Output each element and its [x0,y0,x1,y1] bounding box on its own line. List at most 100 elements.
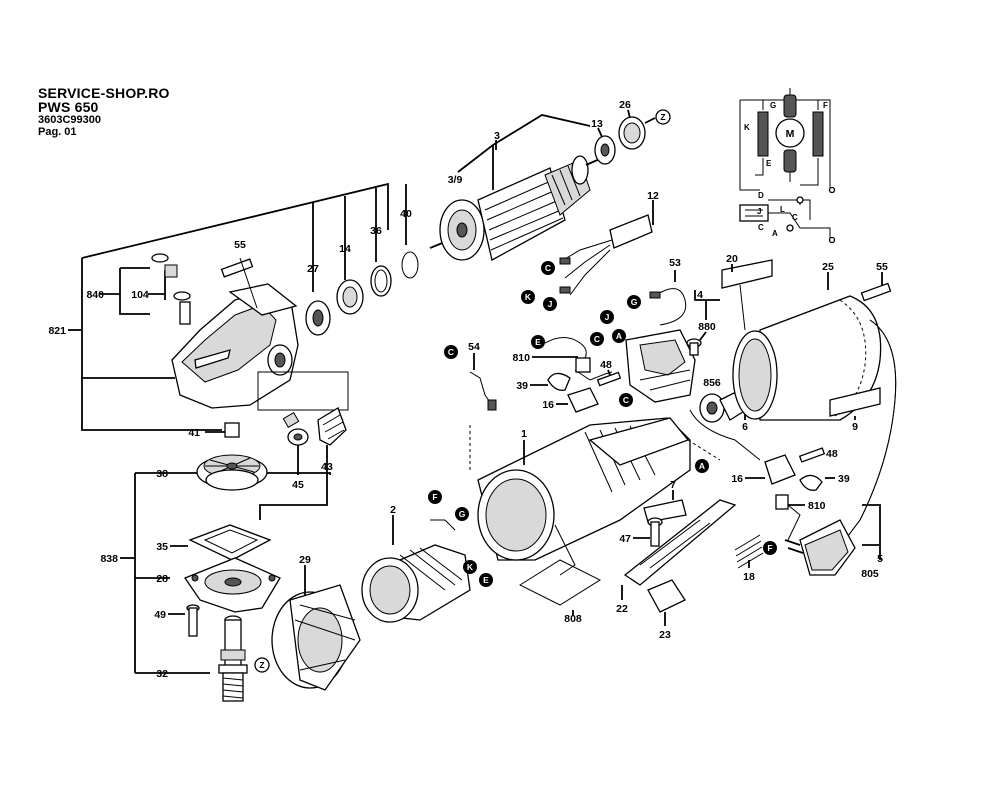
label-18: 18 [743,571,755,583]
power-cord [784,319,897,576]
label-29: 29 [299,554,311,566]
schematic-e: E [766,159,772,168]
marker-e-810: E [531,335,545,349]
schematic-a: A [772,229,778,238]
wire-a [689,409,761,461]
model-code: 3603C99300 [38,114,102,126]
label-4: 4 [697,289,703,301]
bracket-821 [81,258,222,431]
screw-47 [633,517,663,547]
label-856: 856 [703,377,721,389]
bearing-plate-29 [271,565,361,691]
gear-housing-shape [171,283,299,409]
tab-7 [643,490,687,523]
schematic-motor-label: M [786,128,795,140]
label-805: 805 [861,568,879,580]
capacitor-810-right [775,494,805,541]
svg-text:K: K [467,562,474,572]
part-labels: 3 3/9 13 26 12 40 36 14 27 55 840 104 82… [48,99,888,680]
cable-guard-856 [699,393,725,423]
plug-805 [784,519,856,576]
svg-text:G: G [459,509,466,519]
stator-2 [361,515,471,623]
label-43: 43 [321,461,333,473]
label-16-right: 16 [731,473,743,485]
bushing-41 [205,422,240,438]
svg-text:C: C [594,334,600,344]
schematic-g: G [770,101,776,110]
bracket-4 [694,290,720,320]
label-40: 40 [400,208,412,220]
label-12: 12 [647,190,659,202]
bevel-gear-38 [196,454,268,491]
label-5: 5 [877,553,883,565]
wiring-schematic: M G F K E D J L C C A [739,88,836,244]
armature-group [429,109,656,261]
bearing-27 [305,300,331,336]
label-6: 6 [742,421,748,433]
label-14: 14 [339,243,351,255]
svg-text:F: F [767,543,772,553]
document-header: SERVICE-SHOP.RO PWS 650 3603C99300 Pag. … [38,86,170,138]
ring-36 [370,265,392,297]
label-3: 3 [494,130,500,142]
marker-e-stator: E [479,573,493,587]
svg-text:A: A [699,461,705,471]
schematic-c2: C [758,223,764,232]
label-3-9: 3/9 [448,174,463,186]
bracket-840-104 [100,267,166,315]
brush-16-left [556,387,599,413]
pinion-43 [317,407,347,446]
label-25: 25 [822,261,834,273]
label-9 [829,387,881,420]
svg-text:C: C [545,263,551,273]
label-48-left: 48 [600,359,612,371]
spindle-group [120,454,331,702]
label-48-right: 48 [826,448,838,460]
label-28: 28 [156,573,168,585]
label-20: 20 [726,253,738,265]
label-27: 27 [307,263,319,275]
nut-45 [282,411,309,446]
label-7: 7 [670,479,676,491]
label-55-left: 55 [234,239,246,251]
marker-f-stator: F [428,490,442,504]
label-13: 13 [591,118,603,130]
shop-name: SERVICE-SHOP.RO [38,85,170,101]
label-22: 22 [616,603,628,615]
screw-49 [168,604,200,637]
label-16-left: 16 [542,399,554,411]
label-104: 104 [131,289,149,301]
label-39-right: 39 [838,473,850,485]
marker-k-wiring: K [521,290,535,304]
spindle-32 [218,615,248,702]
bracket-838 [134,472,210,674]
label-808: 808 [564,613,582,625]
schematic-d: D [758,191,764,200]
marker-j-wiring: J [543,297,557,311]
label-821: 821 [48,325,66,337]
svg-text:J: J [605,312,610,322]
label-38: 38 [156,468,168,480]
switch-rod-group [621,490,764,626]
marker-k-stator: K [463,560,477,574]
marker-a-handle: A [695,459,709,473]
label-1: 1 [521,428,527,440]
label-2: 2 [390,504,396,516]
svg-text:G: G [631,297,638,307]
label-47: 47 [619,533,631,545]
svg-text:E: E [483,575,489,585]
schematic-l: L [780,205,785,214]
label-54: 54 [468,341,480,353]
marker-g-stator: G [455,507,469,521]
bearing-14 [336,279,364,315]
switch-rod-22 [621,499,737,600]
brush-holder-right [745,447,835,541]
screw-880 [686,331,707,356]
bracket-5-805 [862,504,881,560]
label-20 [721,259,773,289]
gear-housing-group [68,182,419,475]
wiring-12 [559,200,654,296]
svg-text:Z: Z [660,112,665,122]
